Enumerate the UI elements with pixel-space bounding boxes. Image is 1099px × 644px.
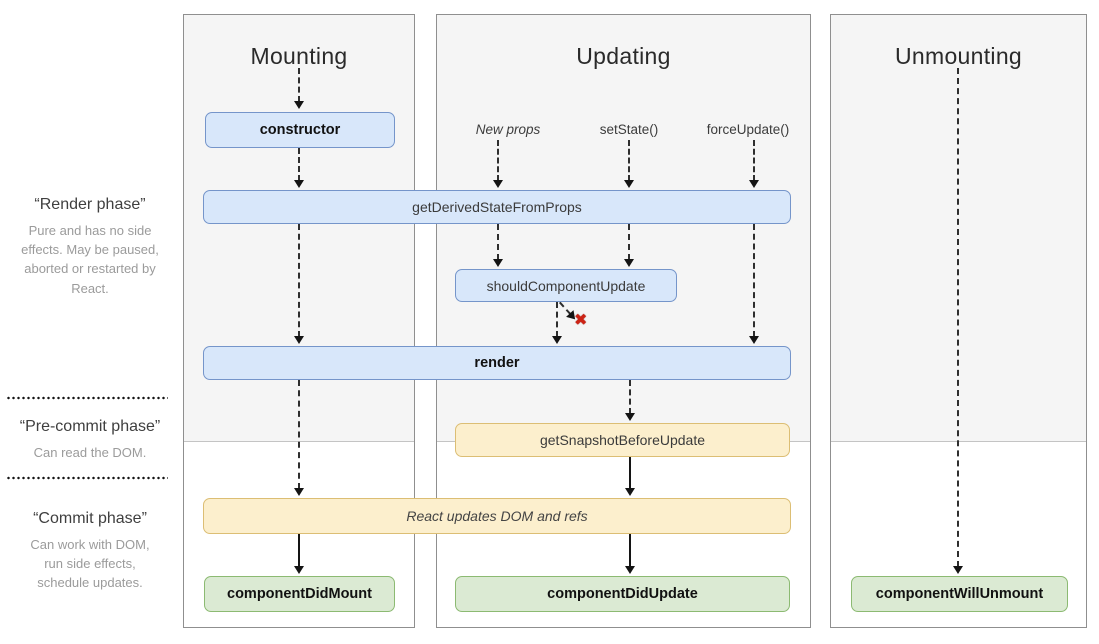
phase-description-render: Pure and has no side effects. May be pau… <box>21 223 159 296</box>
arrow-render-to-snapshot <box>625 380 635 421</box>
node-component-did-update: componentDidUpdate <box>455 576 790 612</box>
phase-description-commit: Can work with DOM, run side effects, sch… <box>30 537 150 591</box>
phase-divider-bottom <box>6 476 168 480</box>
arrow-force-update-to-render <box>749 224 759 344</box>
node-render: render <box>203 346 791 380</box>
column-title-mounting: Mounting <box>250 43 348 69</box>
node-component-did-mount: componentDidMount <box>204 576 395 612</box>
arrow-gdsfp-to-scu-right <box>624 224 634 267</box>
abort-x-icon: ✖ <box>574 312 588 329</box>
arrow-mounting-header-to-constructor <box>294 68 304 109</box>
arrow-new-props-to-gdsfp <box>493 140 503 188</box>
node-component-will-unmount: componentWillUnmount <box>851 576 1068 612</box>
arrow-constructor-to-gdsfp <box>294 148 304 188</box>
arrow-unmounting-to-component-will-unmount <box>953 68 963 574</box>
phase-description-pre-commit: Can read the DOM. <box>33 445 147 460</box>
phase-title-commit: “Commit phase” <box>33 510 147 527</box>
node-react-updates-dom: React updates DOM and refs <box>203 498 791 534</box>
phase-divider-top <box>6 396 168 400</box>
arrow-dom-update-to-component-did-update <box>625 534 635 574</box>
arrow-render-to-dom-update-mounting <box>294 380 304 496</box>
column-title-unmounting: Unmounting <box>894 43 1023 69</box>
arrow-scu-to-render <box>552 302 562 344</box>
node-constructor: constructor <box>205 112 395 148</box>
arrow-gdsfp-to-scu-left <box>493 224 503 267</box>
node-should-component-update: shouldComponentUpdate <box>455 269 677 302</box>
trigger-new-props: New props <box>475 122 541 137</box>
phase-title-pre-commit: “Pre-commit phase” <box>19 418 161 435</box>
trigger-set-state: setState() <box>599 122 659 137</box>
trigger-force-update: forceUpdate() <box>706 122 790 137</box>
node-get-derived-state-from-props: getDerivedStateFromProps <box>203 190 791 224</box>
phase-label-pre-commit: “Pre-commit phase” Can read the DOM. <box>6 418 174 462</box>
arrow-dom-update-to-component-did-mount <box>294 534 304 574</box>
arrow-force-update-to-gdsfp <box>749 140 759 188</box>
phase-title-render: “Render phase” <box>34 196 146 213</box>
column-title-updating: Updating <box>576 43 671 69</box>
node-get-snapshot-before-update: getSnapshotBeforeUpdate <box>455 423 790 457</box>
phase-label-commit: “Commit phase” Can work with DOM, run si… <box>6 510 174 593</box>
arrow-gdsfp-to-render-mounting <box>294 224 304 344</box>
phase-label-render: “Render phase” Pure and has no side effe… <box>6 196 174 298</box>
arrow-set-state-to-gdsfp <box>624 140 634 188</box>
arrow-snapshot-to-dom-update <box>625 457 635 496</box>
